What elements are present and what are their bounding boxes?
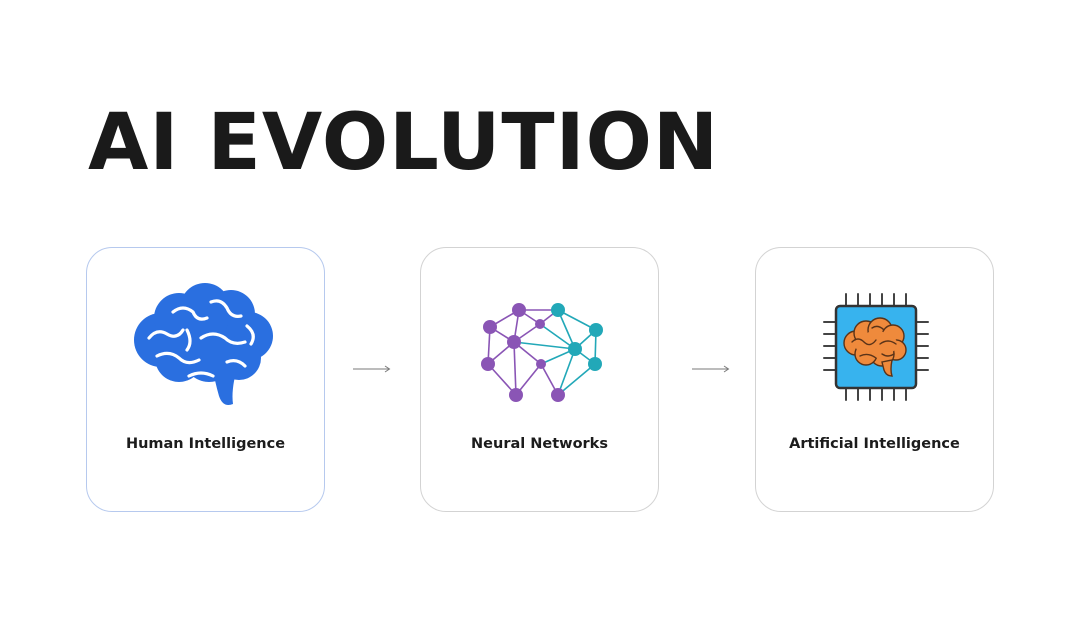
arrow-right-icon bbox=[691, 362, 731, 376]
stage-label: Artificial Intelligence bbox=[789, 436, 960, 452]
page-title: AI EVOLUTION bbox=[88, 98, 720, 188]
stage-card-human-intelligence: Human Intelligence bbox=[86, 247, 325, 512]
stage-card-artificial-intelligence: Artificial Intelligence bbox=[755, 247, 994, 512]
neural-network-icon bbox=[461, 282, 621, 412]
stage-label: Human Intelligence bbox=[125, 436, 286, 452]
chip-brain-icon bbox=[796, 282, 956, 412]
brain-icon bbox=[127, 282, 287, 412]
arrow-right-icon bbox=[352, 362, 392, 376]
stage-label: Neural Networks bbox=[471, 436, 608, 452]
stage-card-neural-networks: Neural Networks bbox=[420, 247, 659, 512]
